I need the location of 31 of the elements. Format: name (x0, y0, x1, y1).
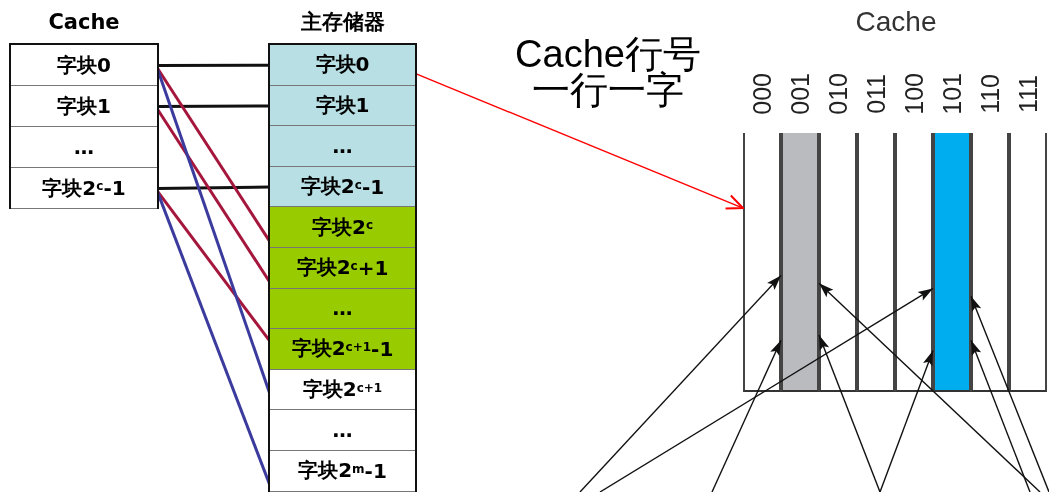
block-cell: … (270, 126, 415, 167)
arrow (818, 282, 1041, 492)
column-label: 111 (1013, 75, 1043, 113)
block-cell: 字块2$^{c}$-1 (270, 166, 415, 208)
arrow (414, 72, 744, 210)
block-cell: 字块2$^{c}$ (270, 207, 415, 248)
block-cell: 字块2$^{c+1}$-1 (270, 329, 415, 370)
connector-line (157, 63, 270, 67)
grid-title: Cache (854, 6, 938, 38)
block-cell: 字块1 (270, 85, 415, 127)
block-cell: 字块2$^{c}$+1 (270, 248, 415, 289)
arrow (879, 349, 934, 492)
arrow (970, 339, 1031, 492)
table-heading: Cache (47, 9, 121, 36)
table-heading: 主存储器 (299, 9, 386, 36)
column-label: 001 (785, 73, 815, 115)
column-label: 011 (861, 74, 891, 114)
column-label: 010 (823, 73, 853, 115)
column-label: 101 (937, 73, 967, 115)
column-label: 100 (899, 73, 929, 115)
arrow (711, 339, 782, 492)
arrow (970, 295, 1049, 492)
block-cell: 字块0 (270, 45, 415, 86)
connector-line (156, 185, 271, 190)
connector-line (157, 104, 270, 108)
arrow (579, 274, 782, 492)
column-label: 000 (747, 73, 777, 115)
column-label: 110 (975, 74, 1005, 114)
arrow (599, 287, 934, 492)
block-cell: … (270, 288, 415, 330)
arrow (818, 334, 881, 492)
